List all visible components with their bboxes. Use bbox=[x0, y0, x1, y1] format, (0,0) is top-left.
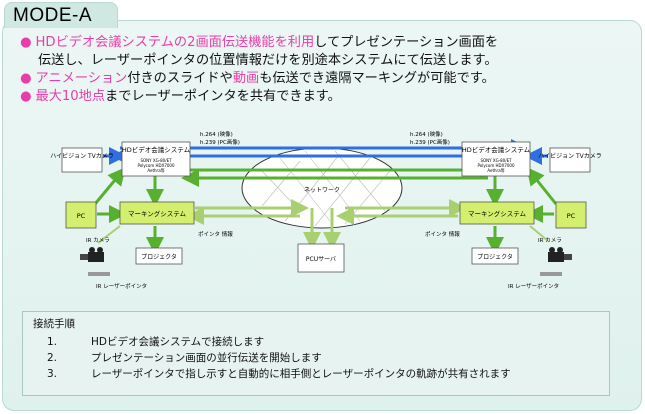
right-hivision-camera-label: ハイビジョン TVカメラ bbox=[538, 152, 602, 160]
right-projector-box bbox=[471, 247, 519, 265]
right-marking-label: マーキングシステム bbox=[468, 209, 527, 218]
left-projector-box bbox=[135, 247, 183, 265]
bullet-dot-icon: ● bbox=[20, 89, 32, 104]
left-hd-sub2: Polycom HDX7000 bbox=[137, 163, 174, 168]
pcu-server-label: PCUサーバ bbox=[306, 256, 336, 263]
bullet-2-highlight-2: 動画 bbox=[232, 71, 260, 86]
right-hd-sub2: Polycom HDX7000 bbox=[477, 163, 514, 168]
mode-tab: MODE-A bbox=[4, 2, 118, 28]
left-ir-camera-label: IR カメラ bbox=[86, 237, 110, 244]
left-pc-label: PC bbox=[77, 212, 86, 220]
bullet-2-text-2: も伝送でき遠隔マーキングが可能です。 bbox=[259, 71, 495, 86]
step-text: プレゼンテーション画面の並行伝送を開始します bbox=[91, 352, 322, 364]
right-hd-sub1: SONY XG-80/ET bbox=[480, 158, 512, 163]
right-projector-label: プロジェクタ bbox=[477, 253, 513, 261]
bullet-3-highlight: 最大10地点 bbox=[35, 89, 106, 104]
left-hivision-camera-box bbox=[61, 147, 103, 173]
left-hd-system-label: HDビデオ会議システム bbox=[122, 145, 191, 154]
left-pointer-info-label: ポインタ 情報 bbox=[198, 230, 233, 238]
right-ir-line bbox=[529, 225, 549, 242]
right-pc-box bbox=[555, 201, 587, 229]
bullet-dot-icon: ● bbox=[20, 35, 32, 50]
left-hd-sub1: SONY XG-80/ET bbox=[140, 158, 172, 163]
right-marking-box bbox=[459, 201, 535, 225]
step-number: 3. bbox=[47, 368, 58, 380]
left-projector-label: プロジェクタ bbox=[141, 253, 177, 261]
bullet-3: ●最大10地点までレーザーポインタを共有できます。 bbox=[20, 88, 341, 105]
bullet-2: ●アニメーション付きのスライドや動画も伝送でき遠隔マーキングが可能です。 bbox=[20, 70, 495, 87]
bullet-1-highlight: HDビデオ会議システムの2画面伝送機能を利用 bbox=[35, 35, 315, 50]
right-hd-sub3: Aethra等 bbox=[487, 167, 504, 173]
right-codec1: h.264 (映像) bbox=[410, 130, 443, 138]
left-hd-sub3: Aethra等 bbox=[147, 167, 164, 173]
right-pointer-info-label: ポインタ 情報 bbox=[425, 230, 460, 238]
bullet-1: ●HDビデオ会議システムの2画面伝送機能を利用してプレゼンテーション画面を bbox=[20, 34, 498, 51]
left-codec2: h.239 (PC画像) bbox=[200, 138, 240, 146]
step-3: 3. レーザーポインタで指し示すと自動的に相手側とレーザーポインタの軌跡が共有され… bbox=[47, 366, 511, 381]
step-text: HDビデオ会議システムで接続します bbox=[91, 336, 265, 348]
network-label: ネットワーク bbox=[304, 187, 340, 194]
right-codec2: h.239 (PC画像) bbox=[410, 138, 450, 146]
right-hivision-camera-box bbox=[549, 147, 591, 173]
bullet-3-text: までレーザーポインタを共有できます。 bbox=[105, 89, 341, 104]
bullet-2-text-1: 付きのスライドや bbox=[127, 71, 233, 86]
right-ir-pointer-label: IR レーザーポインタ bbox=[508, 282, 559, 290]
left-marking-label: マーキングシステム bbox=[128, 209, 187, 218]
left-pc-box bbox=[65, 201, 97, 229]
system-diagram: ハイビジョン TVカメラ HDビデオ会議システム SONY XG-80/ET P… bbox=[50, 130, 602, 290]
right-pc-label: PC bbox=[567, 212, 576, 220]
left-ir-camera-icon bbox=[80, 247, 104, 262]
right-ir-pointer-device bbox=[540, 272, 562, 276]
left-marking-box bbox=[119, 201, 195, 225]
left-hivision-camera-label: ハイビジョン TVカメラ bbox=[50, 152, 114, 160]
left-pc-to-hd bbox=[93, 167, 126, 205]
connection-steps-box: 接続手順 1. HDビデオ会議システムで接続します 2. プレゼンテーション画面の並… bbox=[22, 311, 610, 396]
left-hd-system-box bbox=[121, 141, 191, 177]
bullet-1-continuation: 伝送し、レーザーポインタの位置情報だけを別途本システムにて伝送します。 bbox=[38, 53, 498, 68]
right-hd-system-label: HDビデオ会議システム bbox=[462, 145, 531, 154]
step-number: 1. bbox=[47, 336, 58, 348]
right-ir-camera-label: IR カメラ bbox=[538, 237, 562, 244]
right-hd-system-box bbox=[461, 141, 531, 177]
step-text: レーザーポインタで指し示すと自動的に相手側とレーザーポインタの軌跡が共有されます bbox=[91, 368, 511, 380]
pcu-server-box bbox=[297, 243, 345, 273]
right-ir-camera-icon bbox=[548, 247, 572, 262]
left-codec1: h.264 (映像) bbox=[200, 130, 233, 138]
right-pc-to-hd bbox=[526, 166, 558, 205]
left-ir-line bbox=[97, 225, 121, 244]
step-2: 2. プレゼンテーション画面の並行伝送を開始します bbox=[47, 350, 322, 365]
bullet-2-highlight-1: アニメーション bbox=[35, 71, 128, 86]
step-number: 2. bbox=[47, 352, 58, 364]
steps-title: 接続手順 bbox=[33, 318, 75, 330]
bullet-dot-icon: ● bbox=[20, 71, 32, 86]
bullet-1-text: してプレゼンテーション画面を bbox=[314, 35, 499, 50]
left-ir-pointer-device bbox=[88, 272, 110, 276]
step-1: 1. HDビデオ会議システムで接続します bbox=[47, 334, 264, 349]
left-ir-pointer-label: IR レーザーポインタ bbox=[96, 282, 147, 290]
